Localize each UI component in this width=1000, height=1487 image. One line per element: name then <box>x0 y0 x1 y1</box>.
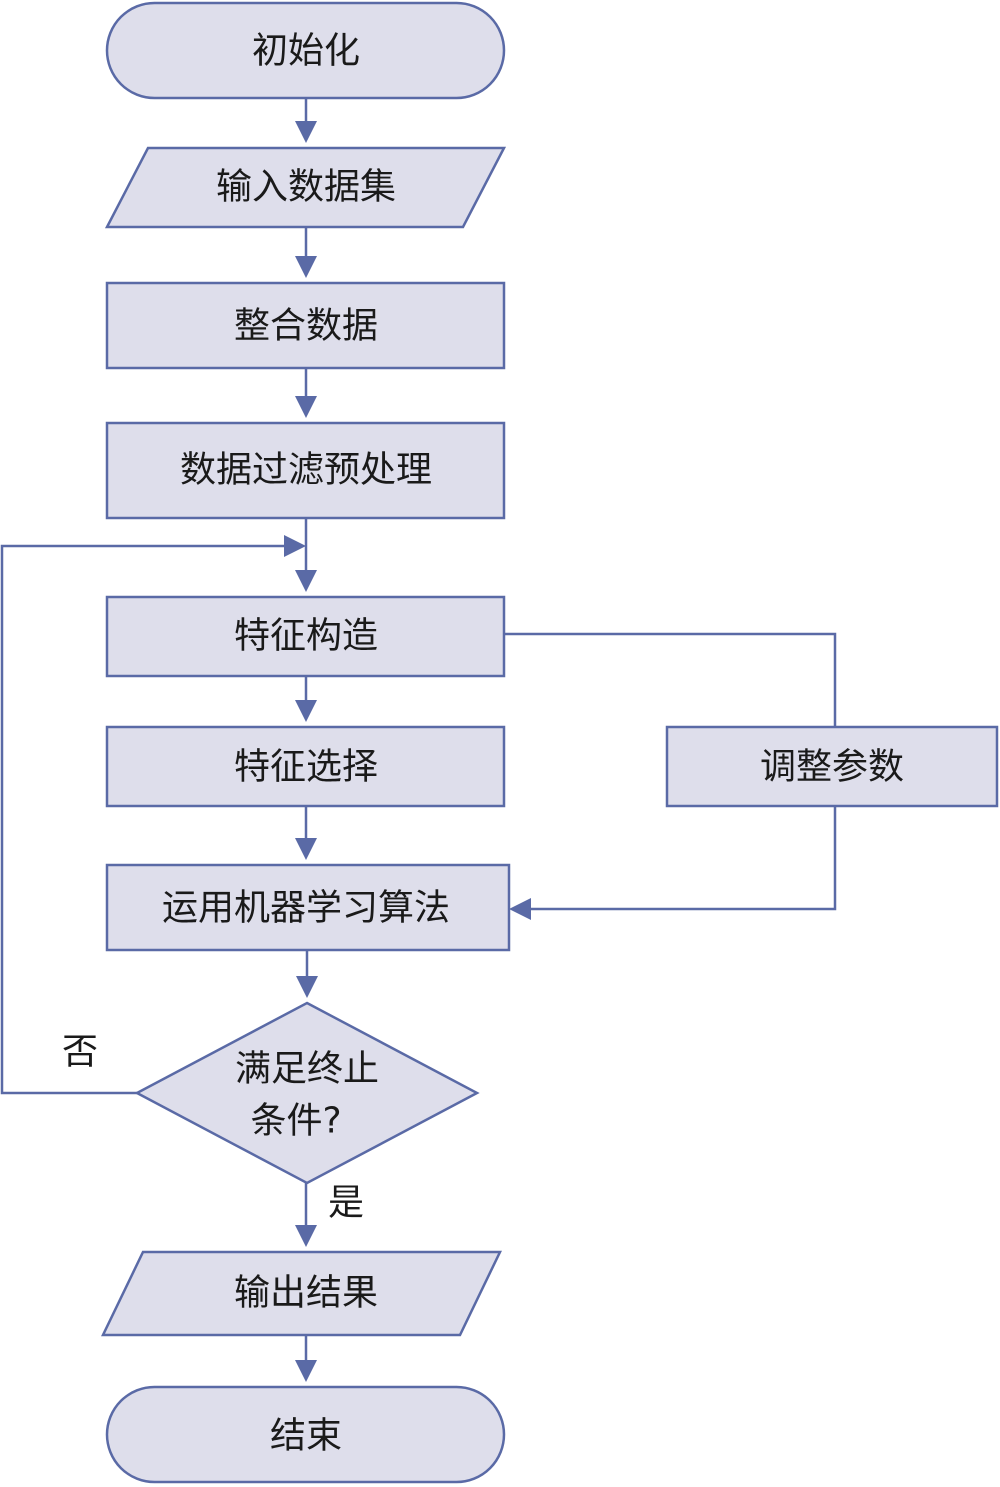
start-label: 初始化 <box>252 31 360 72</box>
connector-construct-adjust <box>504 632 837 727</box>
connector-no-loop <box>0 544 284 1095</box>
arrowhead-down-icon <box>295 1225 317 1247</box>
integrate-data-box <box>105 281 506 370</box>
arrowhead-down-icon <box>295 700 317 722</box>
filter-label: 数据过滤预处理 <box>180 450 432 491</box>
adjust-label: 调整参数 <box>760 747 904 788</box>
arrowhead-down-icon <box>295 838 317 860</box>
branch-yes-label: 是 <box>328 1183 364 1224</box>
output-label: 输出结果 <box>234 1273 378 1314</box>
arrowhead-down-icon <box>295 121 317 143</box>
decision-label-line1: 满足终止 <box>235 1049 379 1090</box>
arrowhead-down-icon <box>295 256 317 278</box>
select-label: 特征选择 <box>234 747 378 788</box>
arrowhead-down-icon <box>295 396 317 418</box>
connector-adjust-ml <box>531 806 837 911</box>
ml-label: 运用机器学习算法 <box>162 888 450 929</box>
ml-algorithm-box <box>105 863 511 952</box>
arrowhead-down-icon <box>295 1360 317 1382</box>
integrate-label: 整合数据 <box>234 306 378 347</box>
feature-construct-box <box>105 595 506 678</box>
termination-decision-diamond <box>134 1001 480 1185</box>
arrowhead-down-icon <box>295 570 317 592</box>
decision-label-line2: 条件? <box>250 1101 341 1142</box>
arrowhead-down-icon <box>296 976 318 998</box>
input-label: 输入数据集 <box>216 167 396 208</box>
input-dataset-parallelogram <box>104 146 507 229</box>
arrowhead-left-icon <box>509 898 531 920</box>
output-result-parallelogram <box>101 1250 502 1337</box>
branch-no-label: 否 <box>62 1032 98 1073</box>
construct-label: 特征构造 <box>234 616 378 657</box>
adjust-params-box <box>665 725 999 808</box>
arrowhead-right-icon <box>284 535 306 557</box>
end-terminal <box>105 1385 506 1484</box>
filter-preprocess-box <box>105 421 506 520</box>
end-label: 结束 <box>270 1416 342 1457</box>
